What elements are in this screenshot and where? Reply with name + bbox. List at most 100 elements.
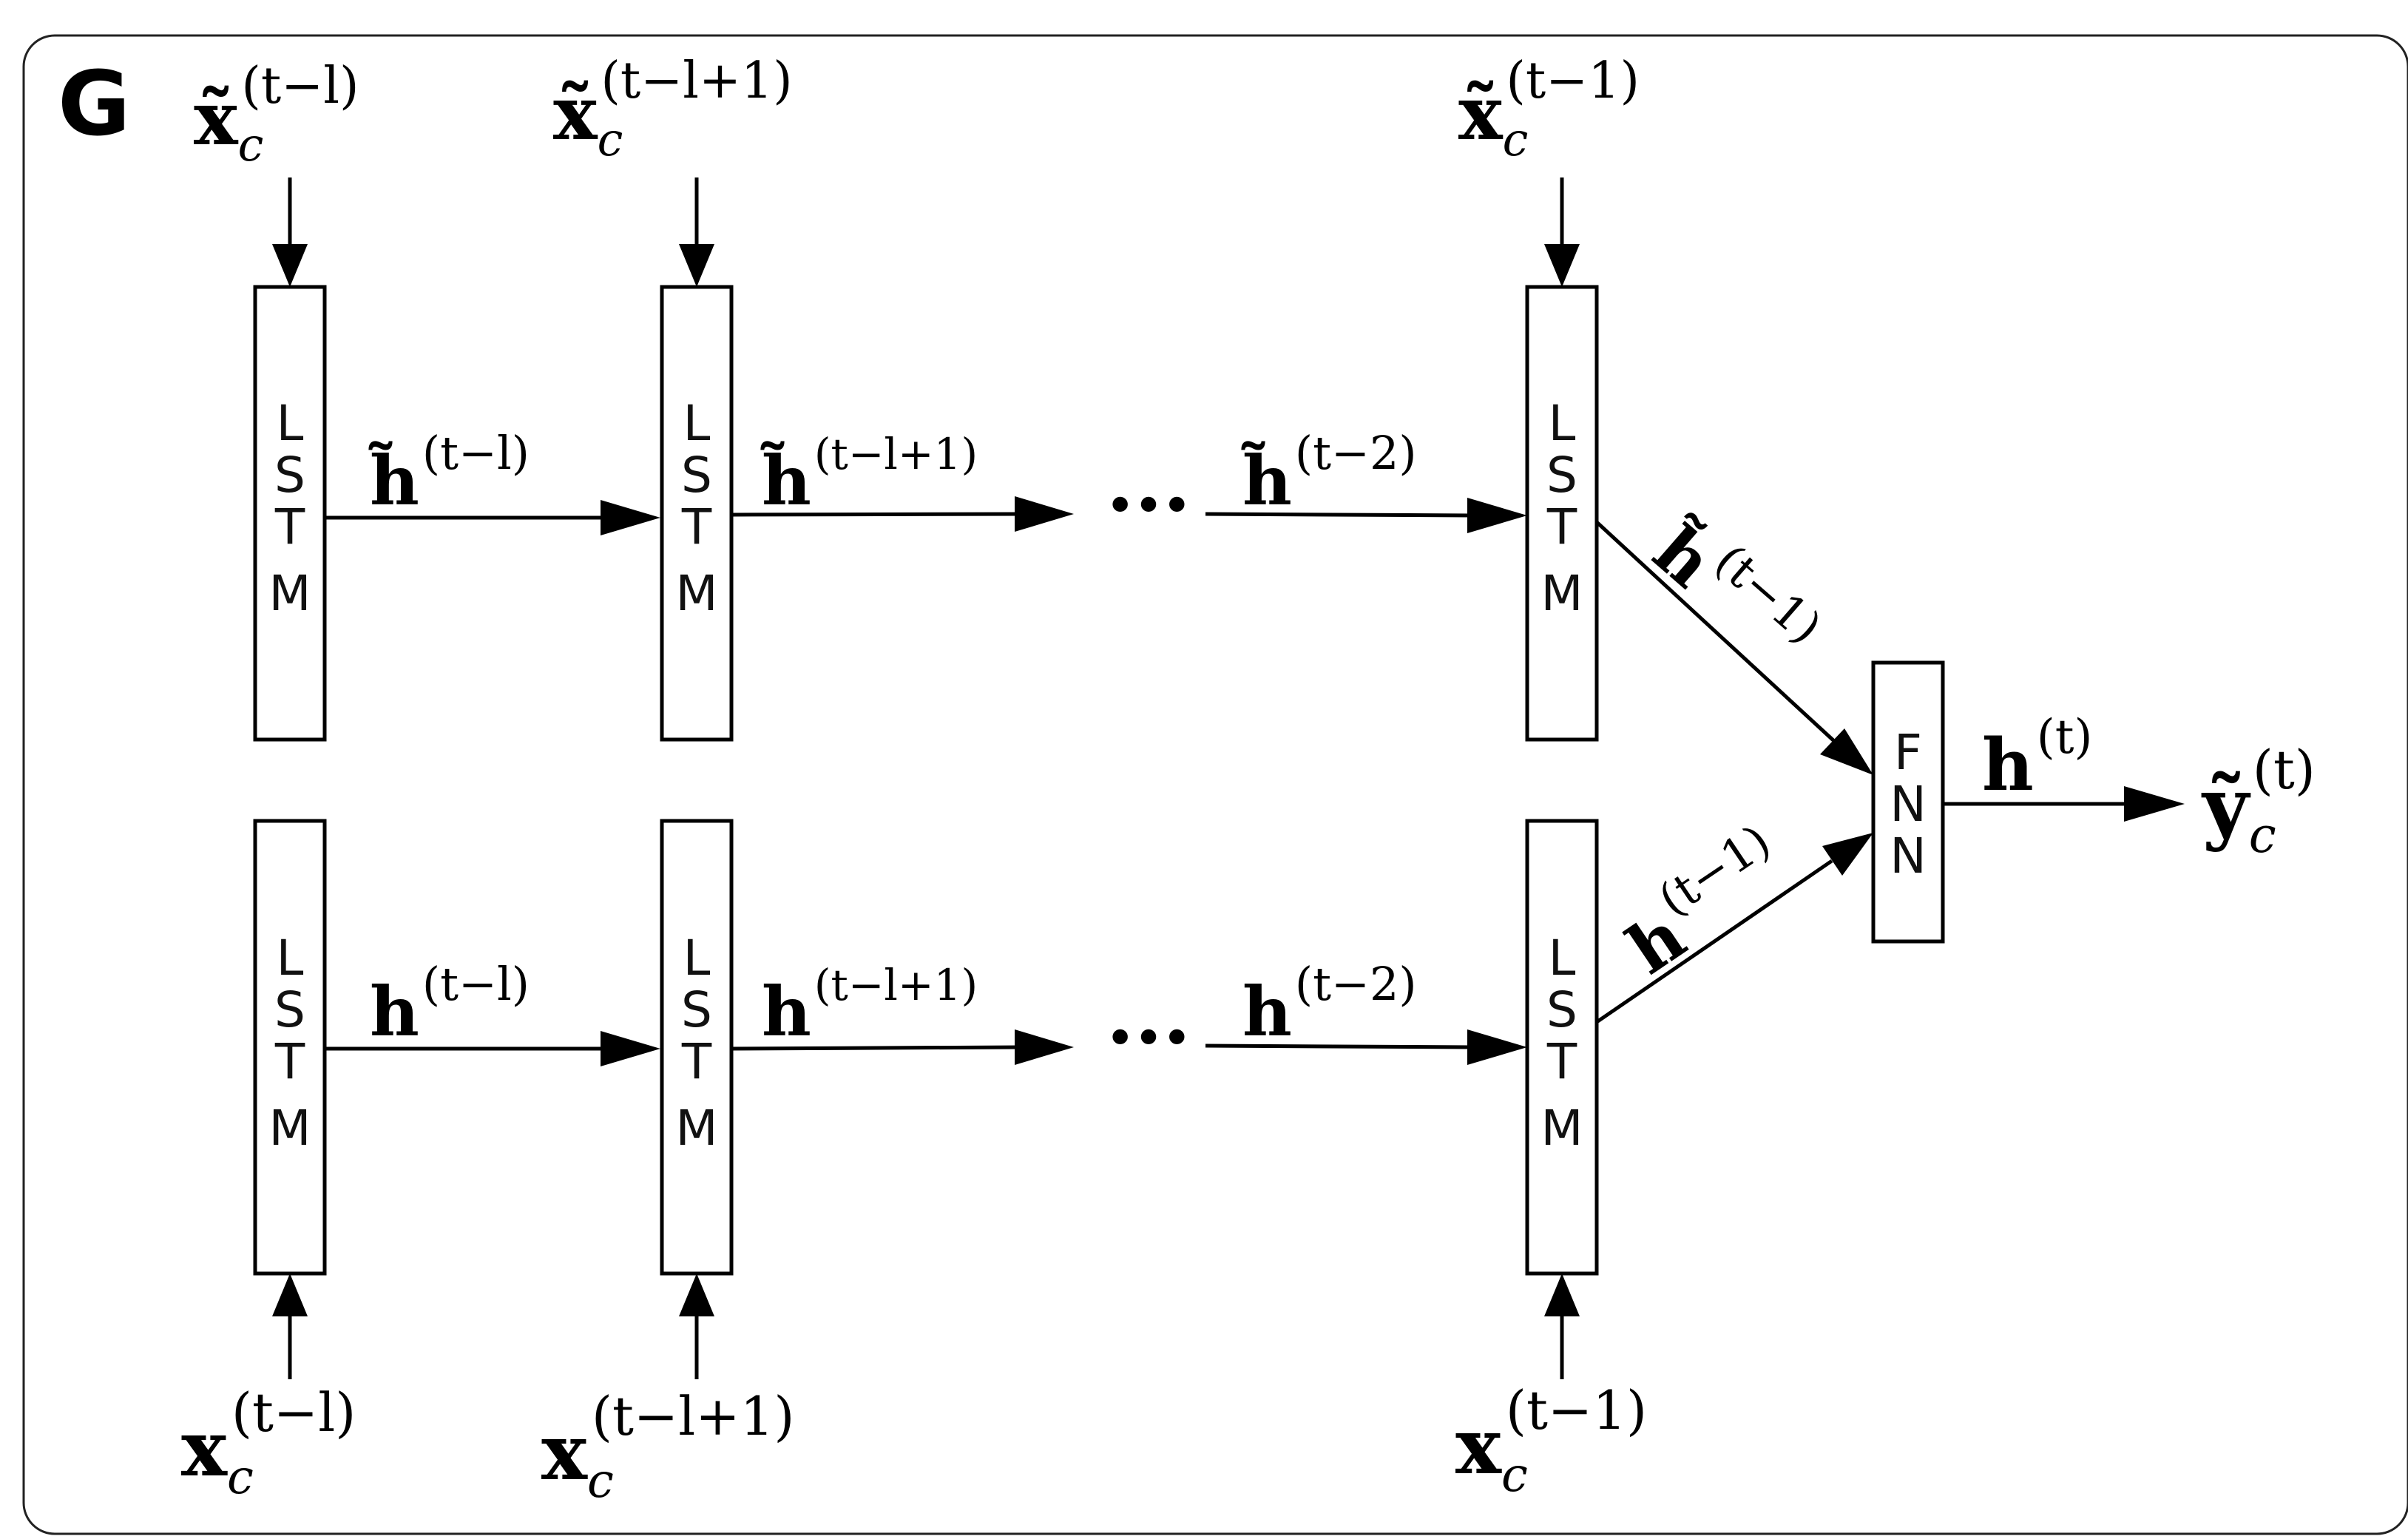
arrow-input-top-3 [1544,177,1580,287]
lstm-cell-bottom-3-letter-2: S [1546,981,1577,1038]
label-hidden-top-2-base: h̃ [760,441,811,521]
lstm-cell-bottom-2: L S T M [660,819,734,1276]
lstm-cell-top-3: L S T M [1525,285,1599,742]
arrow-fnn-output [1943,786,2185,822]
arrow-top-to-fnn [1595,521,1873,775]
label-fnn-output-sup: (t) [2037,710,2093,765]
label-input-top-3-sup: (t−1) [1506,52,1640,110]
ellipsis-top: ··· [1106,456,1191,552]
label-hidden-bottom-2: h(t−l+1) [762,960,978,1052]
lstm-cell-top-3-letter-2: S [1546,447,1577,504]
arrow-input-bottom-3 [1544,1274,1580,1379]
fnn-cell-letter-1: F [1894,724,1922,781]
label-hidden-top-1-sup: (t−l) [422,426,530,480]
label-input-top-1: x̃c(t−l) [194,57,359,172]
lstm-cell-bottom-3-letter-3: T [1546,1033,1577,1090]
label-input-bottom-1: xc(t−l) [181,1381,356,1505]
lstm-cell-top-1-letter-1: L [277,395,304,452]
lstm-cell-top-1-letter-3: T [274,498,305,555]
lstm-cell-top-2-letter-2: S [681,447,712,504]
fnn-cell: F N N [1871,660,1945,944]
label-hidden-bottom-2-base: h [762,972,811,1052]
label-hidden-bottom-2-sup: (t−l+1) [814,960,978,1010]
label-input-top-1-sub: c [238,118,264,172]
label-input-top-2-sub: c [598,112,623,166]
lstm-cell-bottom-3: L S T M [1525,819,1599,1276]
lstm-cell-top-2: L S T M [660,285,734,742]
arrow-input-top-2 [679,177,714,287]
arrow-input-bottom-1 [272,1274,308,1379]
lstm-cell-bottom-2-letter-3: T [681,1033,712,1090]
label-hidden-bottom-3-sup: (t−2) [1295,957,1417,1011]
arrow-hidden-top-3 [1205,498,1527,533]
lstm-cell-bottom-2-letter-2: S [681,981,712,1038]
label-hidden-bottom-3: h(t−2) [1242,957,1417,1052]
ellipsis-bottom: ··· [1106,989,1191,1084]
label-final-output-base: ỹ [2201,760,2251,853]
label-hidden-bottom-3-base: h [1242,972,1292,1052]
label-input-top-2: x̃c(t−l+1) [553,52,793,166]
label-input-top-2-base: x̃ [553,70,598,157]
panel-frame [22,34,2408,1535]
arrow-bottom-to-fnn [1595,833,1873,1024]
label-hidden-bottom-1-base: h [370,972,419,1052]
arrow-hidden-bottom-3 [1205,1029,1527,1065]
label-input-bottom-1-sup: (t−l) [231,1381,356,1444]
lstm-cell-top-1: L S T M [253,285,327,742]
lstm-cell-top-2-letter-1: L [683,395,711,452]
label-final-output-sup: (t) [2253,739,2316,801]
lstm-cell-bottom-3-letter-4: M [1541,1100,1583,1157]
lstm-cell-bottom-1-letter-2: S [274,981,305,1038]
lstm-cell-top-3-letter-4: M [1541,565,1583,622]
label-input-bottom-3-base: x [1455,1401,1502,1492]
label-fnn-output: h(t) [1982,710,2092,807]
lstm-cell-bottom-3-letter-1: L [1549,930,1576,987]
label-input-bottom-3: xc (t−1) [1455,1379,1647,1503]
fnn-cell-letter-3: N [1890,828,1926,884]
label-input-top-1-base: x̃ [194,75,239,162]
label-input-bottom-2: xc (t−l+1) [541,1385,794,1509]
label-input-top-1-sup: (t−l) [241,57,359,115]
lstm-cell-top-1-letter-2: S [274,447,305,504]
lstm-cell-bottom-1: L S T M [253,819,327,1276]
lstm-cell-top-3-letter-3: T [1546,498,1577,555]
lstm-cell-top-3-letter-1: L [1549,395,1576,452]
lstm-cell-top-1-letter-4: M [269,565,311,622]
panel-label: G [58,53,131,156]
arrow-input-top-1 [272,177,308,287]
label-input-top-3-sub: c [1503,112,1529,166]
label-input-bottom-1-base: x [181,1403,228,1494]
lstm-cell-top-2-letter-4: M [676,565,718,622]
label-input-top-3: x̃c(t−1) [1458,52,1640,166]
label-input-bottom-2-sub: c [587,1454,614,1509]
label-input-bottom-2-sup: (t−l+1) [592,1385,795,1447]
arrow-hidden-bottom-2 [731,1029,1074,1065]
label-hidden-top-1: h̃(t−l) [368,426,530,521]
label-hidden-top-3-base: h̃ [1241,441,1292,521]
arrow-hidden-bottom-1 [325,1031,660,1066]
label-hidden-bottom-1: h(t−l) [370,957,530,1052]
label-hidden-top-2: h̃(t−l+1) [760,429,978,521]
label-final-output-sub: c [2249,807,2276,864]
label-input-top-3-base: x̃ [1458,70,1504,157]
label-hidden-top-2-sup: (t−l+1) [814,429,978,479]
label-hidden-top-3: h̃(t−2) [1241,426,1417,521]
label-input-bottom-3-sup: (t−1) [1506,1379,1647,1441]
fnn-cell-letter-2: N [1890,776,1926,833]
lstm-cell-bottom-2-letter-1: L [683,930,711,987]
lstm-cell-bottom-1-letter-3: T [274,1033,305,1090]
label-final-output: ỹc (t) [2201,739,2316,864]
lstm-cell-top-2-letter-3: T [681,498,712,555]
label-hidden-top-3-sup: (t−2) [1295,426,1417,480]
arrow-hidden-top-2 [731,496,1074,532]
lstm-cell-bottom-1-letter-1: L [277,930,304,987]
arrow-hidden-top-1 [325,500,660,535]
label-hidden-bottom-1-sup: (t−l) [422,957,530,1011]
arrow-input-bottom-2 [679,1274,714,1379]
lstm-cell-bottom-1-letter-4: M [269,1100,311,1157]
label-fnn-output-base: h [1982,723,2034,807]
label-hidden-top-1-base: h̃ [368,441,419,521]
label-input-bottom-3-sub: c [1501,1448,1528,1503]
label-input-bottom-2-base: x [541,1407,588,1498]
